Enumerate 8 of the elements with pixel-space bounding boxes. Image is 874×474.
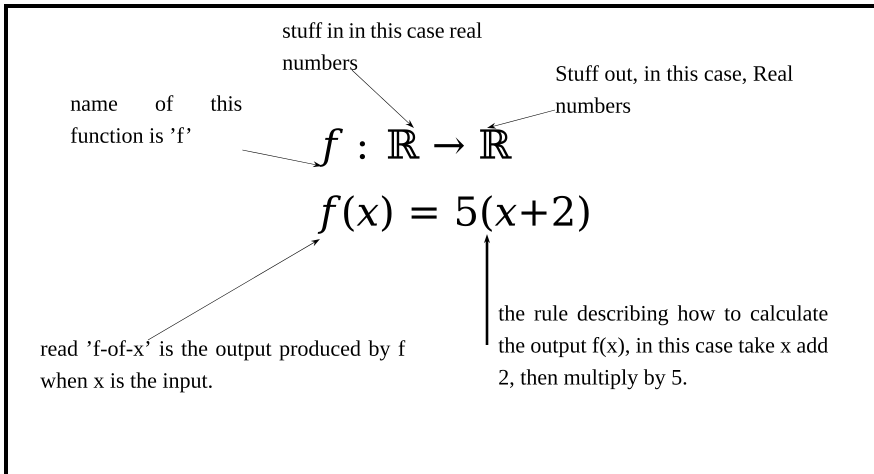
formula: f : ℝ → ℝ bbox=[320, 128, 512, 167]
annotation-text: name of this function is ’f’ bbox=[70, 95, 242, 143]
annotation-text: the rule describing how to calculate the output f(x), in this case take x add 2, then multiply by 5. bbox=[498, 305, 828, 390]
annotation-text: stuff in in this case real numbers bbox=[282, 22, 482, 70]
formula: f(x) = 5(x+2) bbox=[318, 195, 589, 234]
arrow bbox=[352, 70, 414, 128]
annotation-text: Stuff out, in this case, Real numbers bbox=[556, 65, 793, 113]
annotation-text: read ’f-of-x’ is the output produced by f when x is the input. bbox=[40, 340, 406, 392]
